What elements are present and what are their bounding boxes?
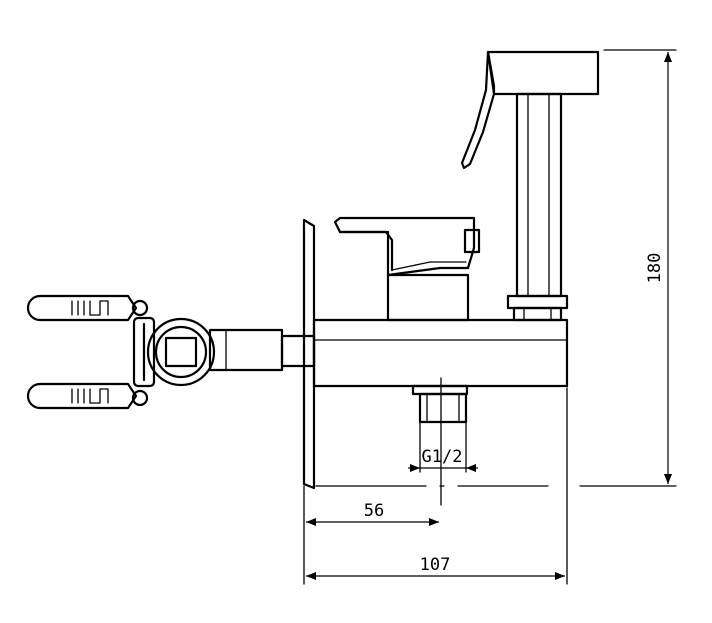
- dimension-thread: G1/2: [408, 421, 478, 473]
- dimension-56-label: 56: [364, 501, 384, 521]
- dimension-107-label: 107: [420, 555, 451, 575]
- mixer-lever-handle: [333, 216, 481, 322]
- dimension-180: 180: [579, 49, 677, 487]
- shower-holder: [460, 50, 600, 322]
- outlet-nut: [411, 377, 469, 506]
- inlet-pipe: [208, 328, 316, 372]
- dimension-107: 107: [306, 387, 568, 585]
- dimension-thread-label: G1/2: [422, 447, 463, 467]
- valve-body: [312, 318, 569, 388]
- bracket-lower: [26, 382, 138, 410]
- bracket-upper: [26, 294, 138, 322]
- dimension-180-label: 180: [645, 253, 665, 284]
- wall-connector: [131, 299, 216, 407]
- wall-plate: [302, 218, 316, 490]
- dimension-56: 56: [303, 485, 439, 585]
